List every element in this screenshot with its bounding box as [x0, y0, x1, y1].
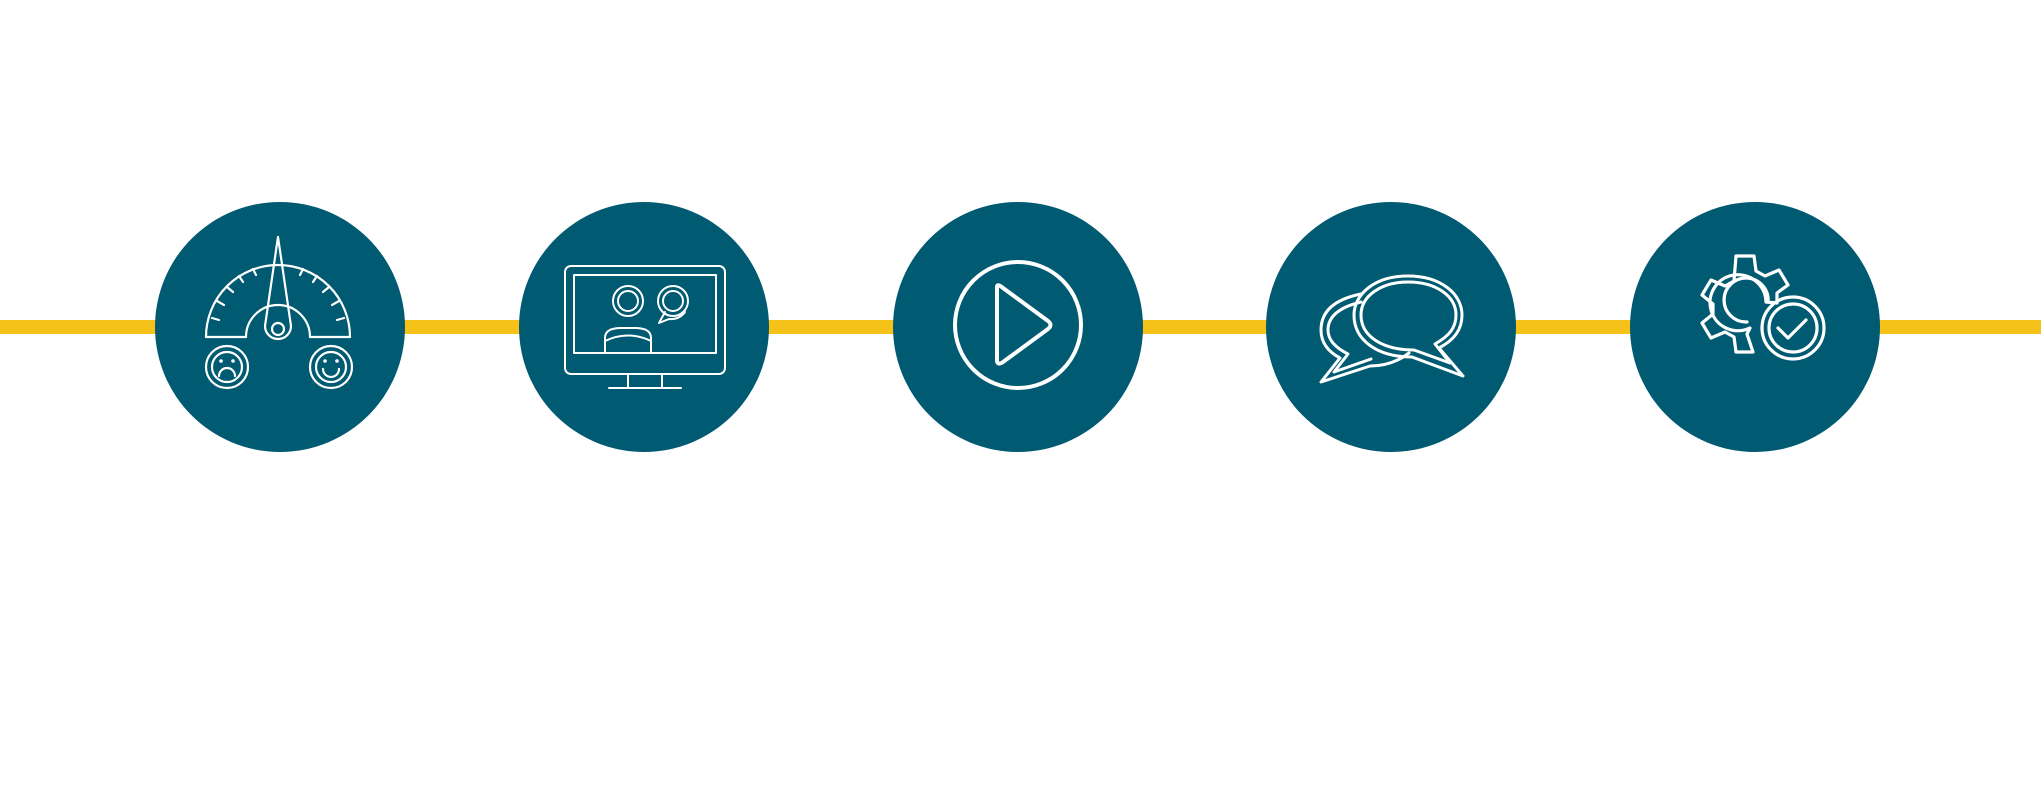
step-circle-1	[155, 202, 405, 452]
step-circle-4	[1266, 202, 1516, 452]
step-circle-2	[519, 202, 769, 452]
gear-checkmark-icon	[1700, 254, 1826, 361]
speech-bubbles-icon	[1319, 274, 1465, 384]
step-circle-3	[893, 202, 1143, 452]
play-button-icon	[953, 260, 1083, 390]
video-conference-monitor-icon	[564, 265, 726, 389]
gauge-satisfaction-icon	[204, 235, 354, 390]
step-circle-5	[1630, 202, 1880, 452]
